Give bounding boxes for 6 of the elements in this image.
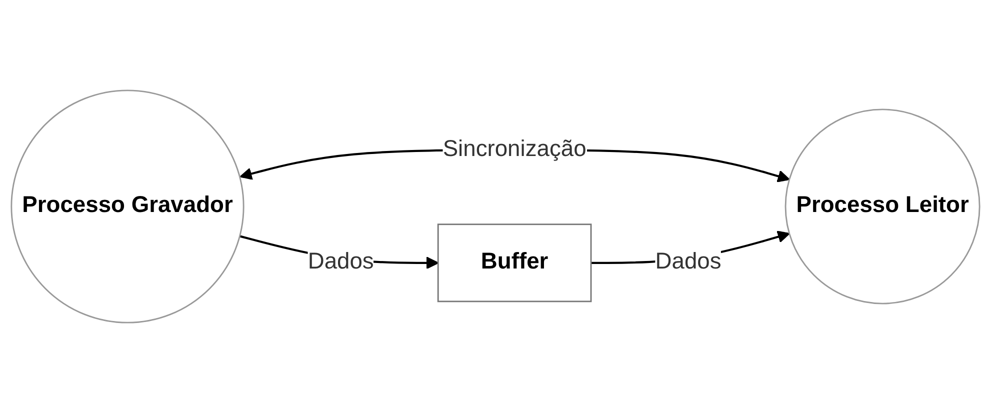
node-circle: Processo Gravador (10, 90, 244, 324)
edge-label: Dados (308, 250, 374, 274)
node-box: Buffer (437, 224, 592, 302)
node-circle: Processo Leitor (784, 108, 980, 304)
edge-label: Dados (655, 250, 722, 274)
edge-label: Sincronização (442, 137, 586, 162)
